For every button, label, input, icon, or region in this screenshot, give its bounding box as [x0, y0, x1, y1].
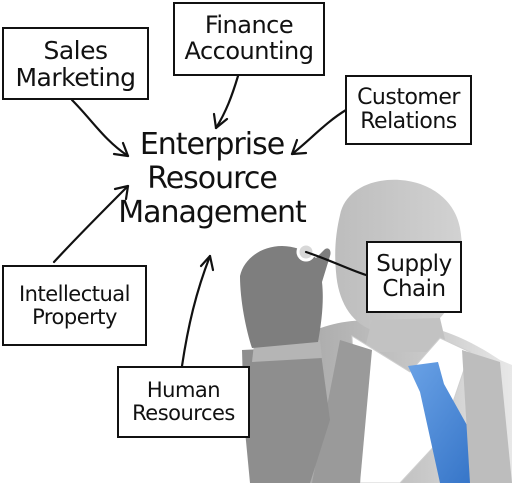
center-line-3: Management — [118, 194, 307, 230]
arrow-finance — [214, 74, 240, 130]
node-label-line1: Sales — [43, 35, 108, 65]
node-label-line2: Accounting — [184, 37, 314, 65]
arrow-ip — [52, 184, 130, 264]
node-human-resources: Human Resources — [117, 366, 250, 438]
node-sales-marketing: Sales Marketing — [2, 27, 149, 100]
arrow-supply — [304, 250, 368, 277]
center-line-1: Enterprise — [139, 127, 285, 162]
node-label-line2: Chain — [382, 276, 446, 302]
hand-silhouette — [240, 246, 331, 348]
node-label-line1: Human — [146, 378, 221, 403]
node-label-line2: Resources — [132, 401, 235, 425]
node-label-line1: Intellectual — [18, 281, 131, 306]
arrow-customer — [290, 108, 348, 156]
center-line-2: Resource — [147, 160, 278, 196]
node-finance-accounting: Finance Accounting — [173, 2, 325, 76]
node-label-line1: Finance — [204, 11, 294, 40]
arm-silhouette — [242, 346, 330, 483]
node-supply-chain: Supply Chain — [366, 241, 462, 313]
node-customer-relations: Customer Relations — [345, 75, 472, 145]
arrow-sales — [70, 98, 130, 158]
node-label-line2: Relations — [360, 109, 457, 134]
node-intellectual-property: Intellectual Property — [2, 265, 147, 346]
node-label-line2: Property — [32, 304, 117, 329]
node-label-line2: Marketing — [15, 62, 136, 92]
node-label-line1: Customer — [357, 85, 460, 111]
node-label-line1: Supply — [376, 251, 452, 278]
center-concept: Enterprise Resource Management — [112, 128, 312, 230]
arrow-hr — [180, 254, 212, 368]
